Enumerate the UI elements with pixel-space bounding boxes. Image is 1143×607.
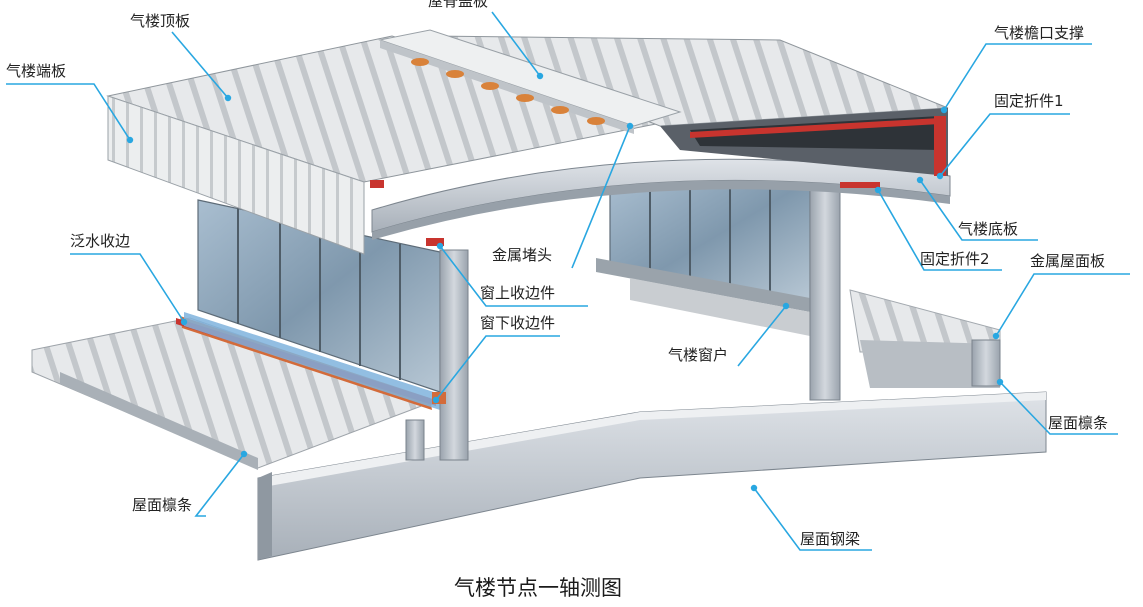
label-metal-roof-panel: 金属屋面板 xyxy=(1030,252,1105,270)
leader-dot-fixed-fold-1 xyxy=(936,172,944,180)
label-ridge-cap: 屋脊盖板 xyxy=(428,0,488,10)
leader-dot-flashing xyxy=(180,318,188,326)
skylight-window-right xyxy=(596,179,811,336)
leader-ridge-cap xyxy=(491,11,541,77)
label-window-lower-trim: 窗下收边件 xyxy=(480,314,555,332)
label-top-panel: 气楼顶板 xyxy=(130,12,190,30)
leader-dot-metal-end-cap xyxy=(626,122,634,130)
leader-dot-window-lower-trim xyxy=(432,396,440,404)
curved-cross-beam xyxy=(371,158,951,240)
leader-bottom-panel xyxy=(919,179,1038,241)
label-metal-end-cap: 金属堵头 xyxy=(492,246,552,264)
label-end-panel: 气楼端板 xyxy=(6,62,66,80)
leader-dot-top-panel xyxy=(224,94,232,102)
label-flashing: 泛水收边 xyxy=(70,232,130,250)
leader-dot-fixed-fold-2 xyxy=(874,186,882,194)
leader-purlin-right xyxy=(999,381,1118,435)
roof-steel-beam xyxy=(257,391,1047,561)
label-window-upper-trim: 窗上收边件 xyxy=(480,284,555,302)
right-lower-roof-panel xyxy=(849,289,1001,388)
leader-dot-end-panel xyxy=(126,136,134,144)
leader-dot-purlin-left xyxy=(240,450,248,458)
leader-skylight-window xyxy=(737,305,787,367)
leader-dot-skylight-window xyxy=(782,302,790,310)
leader-top-panel xyxy=(171,31,229,99)
leader-dot-ridge-cap xyxy=(536,72,544,80)
leader-window-lower-trim xyxy=(435,335,560,401)
ridge-cap xyxy=(378,29,682,134)
leader-metal-end-cap xyxy=(571,125,631,269)
label-bottom-panel: 气楼底板 xyxy=(958,220,1018,238)
leader-end-panel xyxy=(6,83,131,141)
leader-purlin-left xyxy=(194,453,245,517)
skylight-top-panel-right xyxy=(429,35,949,176)
leader-window-upper-trim xyxy=(439,245,588,307)
leader-dot-metal-roof-panel xyxy=(992,332,1000,340)
label-eave-brace: 气楼檐口支撑 xyxy=(994,24,1084,42)
leader-dot-window-upper-trim xyxy=(436,242,444,250)
leader-dot-purlin-right xyxy=(996,378,1004,386)
callout-leaders xyxy=(6,11,1130,551)
leader-metal-roof-panel xyxy=(995,273,1130,337)
label-fixed-fold-1: 固定折件1 xyxy=(994,92,1064,110)
leader-fixed-fold-1 xyxy=(939,113,1070,177)
label-skylight-window: 气楼窗户 xyxy=(668,346,728,364)
leader-dot-bottom-panel xyxy=(916,176,924,184)
leader-fixed-fold-2 xyxy=(877,189,1002,271)
leader-steel-beam xyxy=(753,487,872,551)
leader-flashing xyxy=(70,253,185,323)
leader-dot-eave-brace xyxy=(940,106,948,114)
leader-dot-steel-beam xyxy=(750,484,758,492)
skylight-end-panel xyxy=(107,95,365,255)
skylight-window-left xyxy=(184,199,441,410)
label-steel-beam: 屋面钢梁 xyxy=(800,530,860,548)
leader-eave-brace xyxy=(943,43,1092,111)
label-purlin-right: 屋面檩条 xyxy=(1048,414,1108,432)
diagram-caption: 气楼节点一轴测图 xyxy=(454,576,622,600)
label-fixed-fold-2: 固定折件2 xyxy=(920,250,990,268)
label-purlin-left: 屋面檩条 xyxy=(132,496,192,514)
